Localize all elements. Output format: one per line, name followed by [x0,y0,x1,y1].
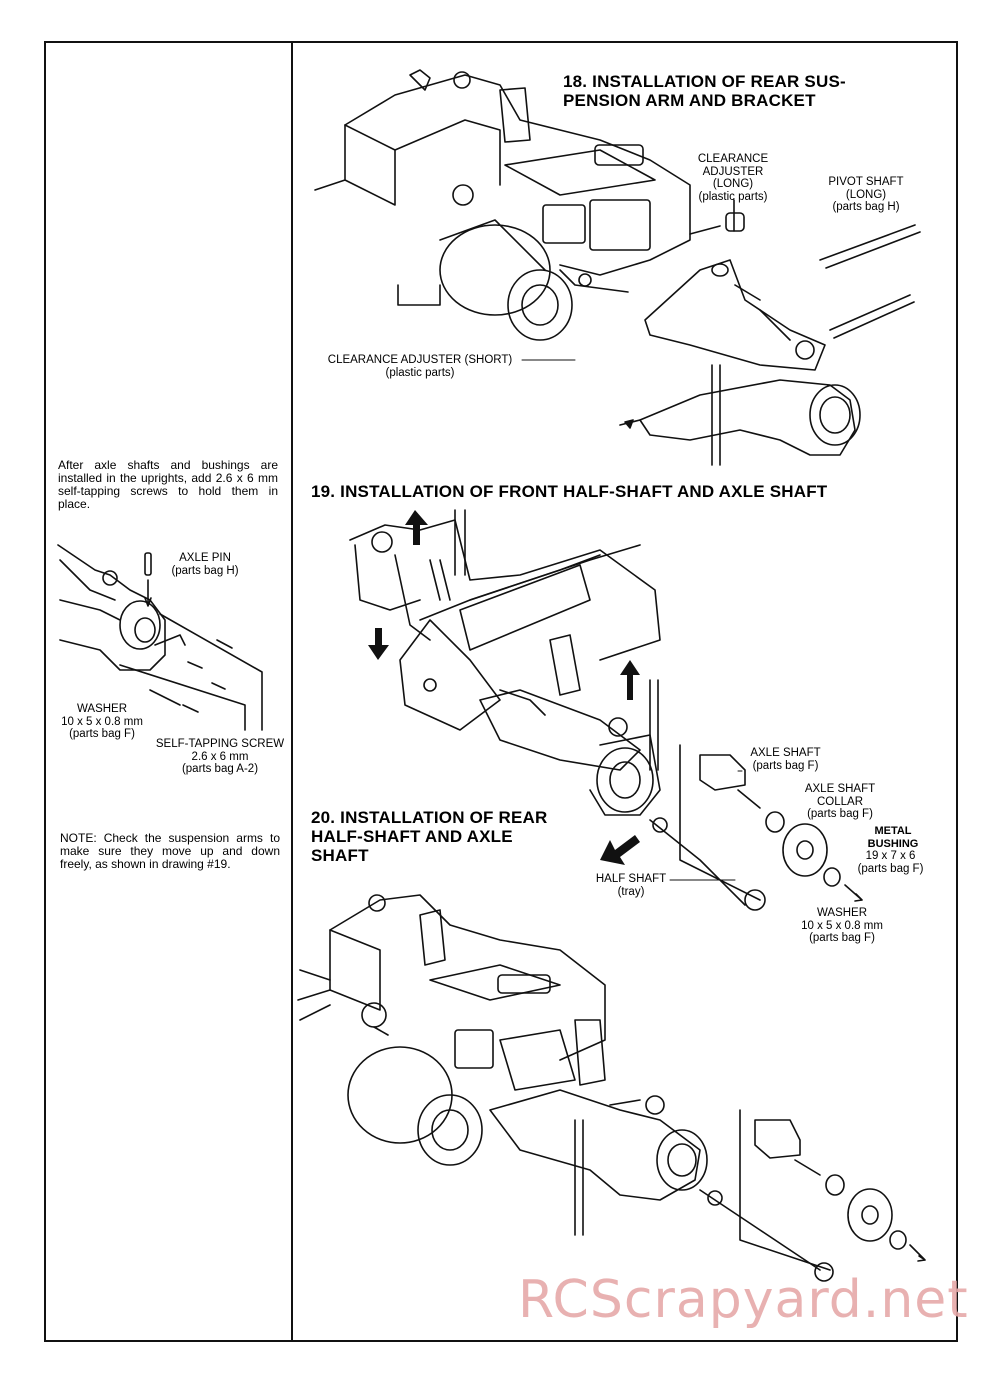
pivot-shaft-label: PIVOT SHAFT (LONG) (parts bag H) [828,176,904,213]
axle-shaft-collar-label: AXLE SHAFT COLLAR (parts bag F) [804,783,876,820]
axle-note: After axle shafts and bushings are insta… [58,458,278,511]
suspension-note: NOTE: Check the suspension arms to make … [60,831,280,871]
clearance-adjuster-long-label: CLEARANCE ADJUSTER (LONG) (plastic parts… [697,153,769,203]
page-frame [44,41,958,1342]
half-shaft-label: HALF SHAFT (tray) [595,873,667,898]
self-tapping-screw-label: SELF-TAPPING SCREW 2.6 x 6 mm (parts bag… [155,738,285,775]
leader-lines [521,359,743,881]
step19-drawing [349,509,863,911]
inset-washer-label: WASHER 10 x 5 x 0.8 mm (parts bag F) [61,703,143,740]
step19-title: 19. INSTALLATION OF FRONT HALF-SHAFT AND… [311,482,828,501]
washer-label: WASHER 10 x 5 x 0.8 mm (parts bag F) [801,907,883,944]
inset-drawing [57,544,263,731]
step20-title: 20. INSTALLATION OF REAR HALF-SHAFT AND … [311,808,548,865]
clearance-adjuster-short-label: CLEARANCE ADJUSTER (SHORT) (plastic part… [327,354,513,379]
step18-title: 18. INSTALLATION OF REAR SUS- PENSION AR… [563,72,846,110]
step18-drawing [314,69,921,466]
step20-drawing [297,894,926,1282]
metal-bushing-title: METAL BUSHING [867,825,919,850]
watermark: RCScrapyard.net [518,1270,969,1330]
axle-pin-label: AXLE PIN (parts bag H) [171,552,239,577]
column-divider [291,41,293,1342]
axle-shaft-label: AXLE SHAFT (parts bag F) [750,747,821,772]
metal-bushing-label: 19 x 7 x 6 (parts bag F) [857,850,924,875]
